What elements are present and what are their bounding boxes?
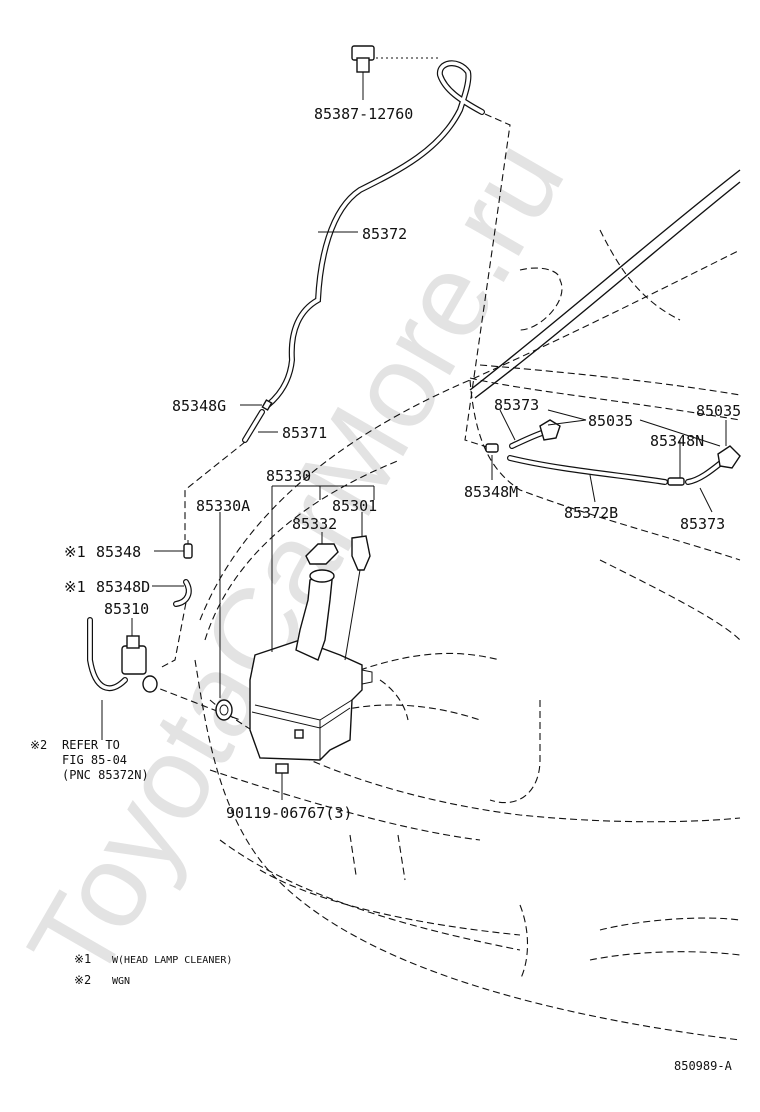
label-joint-1: 85348 [96, 543, 141, 561]
label-hl-hose-lower: 85373 [680, 515, 725, 533]
note-1-mark: ※1 [74, 952, 91, 966]
label-hose-main: 85372 [362, 225, 407, 243]
tank-cap-85301 [344, 535, 371, 661]
car-body-outline [194, 169, 741, 1041]
note-2-text: WGN [112, 976, 130, 987]
joint-85348 [183, 540, 193, 559]
mark-1-hose: ※1 [64, 578, 86, 596]
bolt-90119 [275, 763, 289, 800]
label-hl-nozzle-r: 85035 [696, 402, 741, 420]
leader-lines [101, 231, 727, 740]
label-bolt: 90119-06767(3) [226, 804, 352, 822]
note-1-text: W(HEAD LAMP CLEANER) [112, 955, 232, 966]
label-joint-g: 85348G [172, 397, 226, 415]
refer-line-2: FIG 85-04 [62, 753, 127, 767]
label-hose-short: 85371 [282, 424, 327, 442]
washer-hose-85372 [265, 60, 485, 408]
label-tank-assy: 85330 [266, 467, 311, 485]
label-hl-hose-upper: 85373 [494, 396, 539, 414]
diagram-id: 850989-A [674, 1059, 733, 1073]
mark-2-refer: ※2 [30, 738, 47, 752]
note-2-mark: ※2 [74, 973, 91, 987]
label-grommet: 85332 [292, 515, 337, 533]
refer-line-1: REFER TO [62, 738, 120, 752]
rear-washer-nozzle [351, 45, 440, 100]
washer-pump [87, 617, 158, 693]
label-cap: 85301 [332, 497, 377, 515]
label-hl-nozzle-l: 85035 [588, 412, 633, 430]
grommet-85332 [305, 543, 339, 565]
label-nozzle-top: 85387-12760 [314, 105, 413, 123]
hose-85371 [242, 399, 273, 443]
refer-line-3: (PNC 85372N) [62, 768, 149, 782]
washer-tank [249, 569, 373, 761]
headlamp-cleaner-hoses [485, 419, 741, 486]
hose-85348d [173, 579, 192, 607]
label-hl-joint-n: 85348N [650, 432, 704, 450]
mark-1-joint: ※1 [64, 543, 86, 561]
label-joint-1d: 85348D [96, 578, 150, 596]
grommet-85330a [215, 699, 233, 721]
label-pump: 85310 [104, 600, 149, 618]
label-hl-hose-b: 85372B [564, 504, 618, 522]
label-hl-joint-m: 85348M [464, 483, 518, 501]
label-tank-a: 85330A [196, 497, 250, 515]
watermark: ToyotaCarMore.ru [3, 119, 589, 1003]
